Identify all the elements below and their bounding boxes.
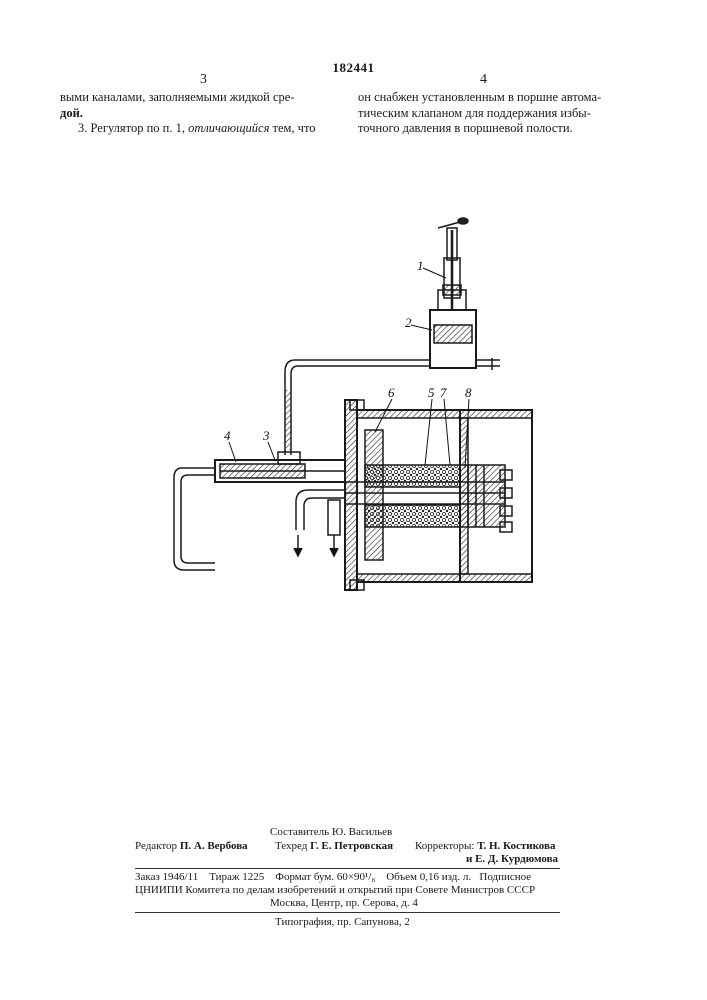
correctors-label: Корректоры:: [415, 840, 477, 852]
order-line: Заказ 1946/11 Тираж 1225 Формат бум. 60×…: [135, 871, 565, 885]
svg-text:5: 5: [428, 385, 435, 400]
piston: [460, 465, 505, 527]
claim-3: 3. Регулятор по п. 1, отличающийся тем, …: [60, 121, 350, 137]
footer-divider: [135, 868, 560, 869]
column-number-right: 4: [480, 72, 487, 88]
claim-3-italic: отличающийся: [188, 121, 269, 135]
left-column-text: выми каналами, заполняемыми жидкой сре- …: [60, 90, 350, 137]
inlet-pipes: [294, 490, 345, 556]
footer-divider-2: [135, 912, 560, 913]
left-line-2: дой.: [60, 106, 350, 122]
housing-flange: [345, 400, 364, 590]
svg-text:1: 1: [417, 258, 424, 273]
techred-label: Техред: [275, 840, 310, 852]
porous-filler: [365, 430, 460, 560]
right-line-3: точного давления в поршневой полости.: [358, 121, 608, 137]
svg-text:8: 8: [465, 385, 472, 400]
claim-3-rest: тем, что: [269, 121, 315, 135]
left-line-1: выми каналами, заполняемыми жидкой сре-: [60, 90, 350, 106]
handwheel: [438, 218, 468, 310]
compiler-line: Составитель Ю. Васильев: [270, 826, 392, 840]
organization-line: ЦНИИПИ Комитета по делам изобретений и о…: [135, 884, 535, 898]
technical-drawing: 1 2 3 4 5 6 7 8: [160, 200, 560, 610]
svg-text:4: 4: [224, 428, 231, 443]
corrector-1: Т. Н. Костикова: [477, 840, 555, 852]
cylinder-2: [430, 310, 500, 370]
return-loop: [174, 468, 215, 570]
techred-line: Техред Г. Е. Петровская: [275, 840, 393, 854]
patent-number: 182441: [0, 60, 707, 76]
editor-line: Редактор П. А. Вербова: [135, 840, 248, 854]
editor-label: Редактор: [135, 840, 180, 852]
svg-text:7: 7: [440, 385, 447, 400]
editor-name: П. А. Вербова: [180, 840, 248, 852]
correctors-line: Корректоры: Т. Н. Костикова: [415, 840, 555, 854]
claim-3-number: 3. Регулятор по п. 1,: [78, 121, 188, 135]
printing-line: Типография, пр. Сапунова, 2: [275, 916, 410, 930]
svg-text:2: 2: [405, 315, 412, 330]
corrector-2: и Е. Д. Курдюмова: [466, 853, 558, 867]
svg-text:6: 6: [388, 385, 395, 400]
right-column-text: он снабжен установленным в поршне автома…: [358, 90, 608, 137]
right-line-1: он снабжен установленным в поршне автома…: [358, 90, 608, 106]
svg-text:3: 3: [262, 428, 270, 443]
right-line-2: тическим клапаном для поддержания избы-: [358, 106, 608, 122]
techred-name: Г. Е. Петровская: [310, 840, 393, 852]
address-line: Москва, Центр, пр. Серова, д. 4: [270, 897, 418, 911]
column-number-left: 3: [200, 72, 207, 88]
